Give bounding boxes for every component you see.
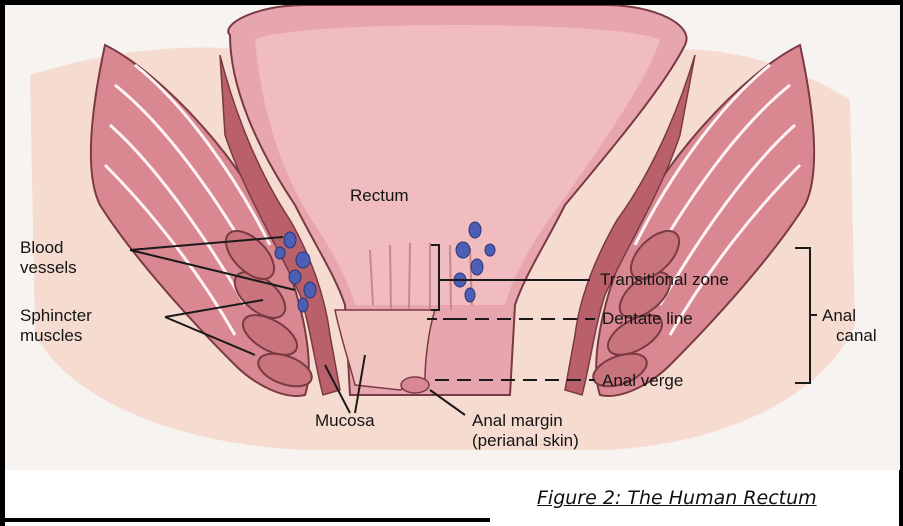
figure-caption: Figure 2: The Human Rectum [537,487,817,509]
bottom-rule [0,518,490,522]
rectum-illustration [5,5,900,470]
label-anal-margin-line2: (perianal skin) [472,431,579,451]
label-blood-vessels-line2: vessels [20,258,77,278]
label-transitional-zone: Transitional zone [600,270,729,290]
label-rectum: Rectum [350,186,409,206]
label-sphincter-line1: Sphincter [20,306,92,326]
label-anal-canal-line1: Anal [822,306,856,326]
label-mucosa: Mucosa [315,411,375,431]
label-anal-canal-line2: canal [836,326,877,346]
label-blood-vessels-line1: Blood [20,238,63,258]
label-anal-verge: Anal verge [602,371,683,391]
anal-opening [401,377,429,393]
label-sphincter-line2: muscles [20,326,82,346]
label-dentate-line: Dentate line [602,309,693,329]
label-anal-margin-line1: Anal margin [472,411,563,431]
